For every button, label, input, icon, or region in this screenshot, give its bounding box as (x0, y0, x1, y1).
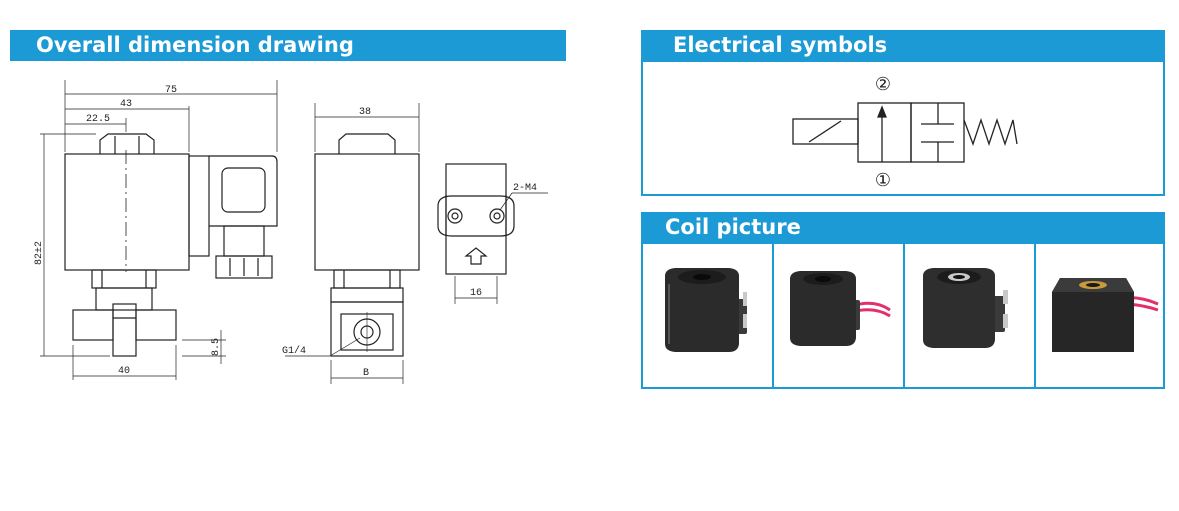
coil-picture-header: Coil picture (641, 212, 1165, 243)
coil-photo-2 (774, 244, 905, 387)
dim-22-5: 22.5 (86, 114, 110, 125)
valve-symbol: ② ① (792, 74, 1018, 191)
coil-photo-4 (1036, 244, 1163, 387)
dimension-drawing: 75 43 22.5 38 82±2 40 8.5 G1/4 B 2-M4 16 (34, 80, 548, 384)
dim-38: 38 (359, 107, 371, 118)
dim-g1-4: G1/4 (282, 345, 306, 357)
dim-b: B (363, 368, 369, 379)
coil-photo-1 (643, 244, 774, 387)
electrical-symbols-header: Electrical symbols (641, 30, 1165, 61)
coil-photo-3 (905, 244, 1036, 387)
overall-dimension-drawing-header: Overall dimension drawing (10, 30, 566, 61)
dim-8-5: 8.5 (211, 338, 222, 356)
electrical-symbols-panel: ② ① (641, 60, 1165, 196)
dim-82: 82±2 (34, 241, 45, 265)
dim-2-m4: 2-M4 (513, 183, 537, 194)
port-2-label: ② (875, 74, 891, 95)
coil-picture-panel (641, 242, 1165, 389)
port-1-label: ① (875, 170, 891, 191)
dim-43: 43 (120, 99, 132, 110)
dim-40: 40 (118, 366, 130, 377)
dim-75: 75 (165, 85, 177, 96)
dim-16: 16 (470, 288, 482, 299)
